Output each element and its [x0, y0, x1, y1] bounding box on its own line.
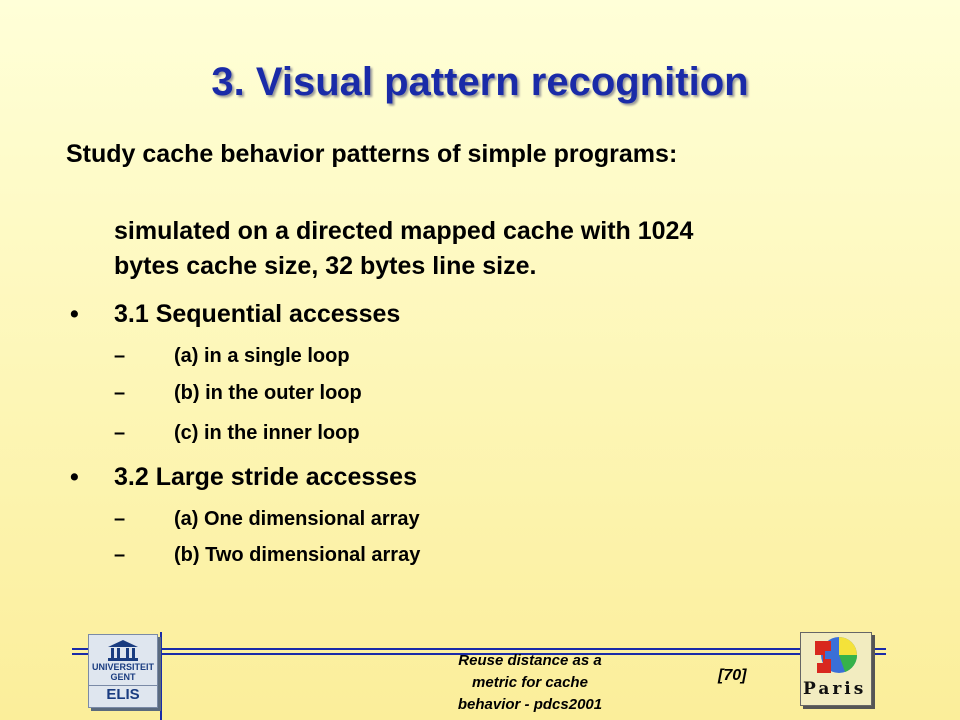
page-number: [70]: [718, 667, 747, 684]
footer-line-3: behavior - pdcs2001: [457, 696, 603, 713]
sub-line-1: simulated on a directed mapped cache wit…: [114, 217, 694, 245]
ugent-logo: UNIVERSITEIT GENT ELIS: [88, 634, 158, 708]
footer-caption: Reuse distance as a metric for cache behav…: [420, 650, 640, 716]
intro-text: Study cache behavior patterns of simple …: [66, 140, 678, 168]
paris-logo: Paris: [800, 632, 872, 706]
paris-word: Paris: [803, 679, 867, 699]
list-item-text: (b) Two dimensional array: [174, 544, 421, 566]
sub-text: simulated on a directed mapped cache wit…: [114, 214, 693, 284]
ugent-line-1: UNIVERSITEIT: [91, 662, 154, 672]
dash-mark: –: [114, 508, 126, 530]
footer-rule-top: [72, 648, 886, 650]
bullet-mark: •: [70, 463, 79, 491]
paris-emblem-icon: [815, 637, 857, 673]
footer-line-2: metric for cache: [472, 674, 588, 691]
footer-rule-bottom: [72, 653, 886, 655]
list-item-text: (a) in a single loop: [174, 345, 350, 367]
section-heading: 3.2 Large stride accesses: [114, 463, 417, 491]
sub-line-2: bytes cache size, 32 bytes line size.: [114, 252, 537, 280]
dash-mark: –: [114, 544, 126, 566]
dash-mark: –: [114, 422, 126, 444]
dash-mark: –: [114, 345, 126, 367]
temple-icon: [108, 640, 138, 661]
dash-mark: –: [114, 382, 126, 404]
ugent-dept: ELIS: [89, 685, 157, 703]
ugent-line-2: GENT: [110, 672, 136, 682]
footer-divider: [160, 632, 162, 720]
section-heading: 3.1 Sequential accesses: [114, 300, 401, 328]
list-item-text: (a) One dimensional array: [174, 508, 420, 530]
bullet-mark: •: [70, 300, 79, 328]
list-item-text: (c) in the inner loop: [174, 422, 360, 444]
list-item-text: (b) in the outer loop: [174, 382, 362, 404]
footer-line-1: Reuse distance as a: [458, 652, 602, 669]
slide-title: 3. Visual pattern recognition: [211, 60, 749, 104]
